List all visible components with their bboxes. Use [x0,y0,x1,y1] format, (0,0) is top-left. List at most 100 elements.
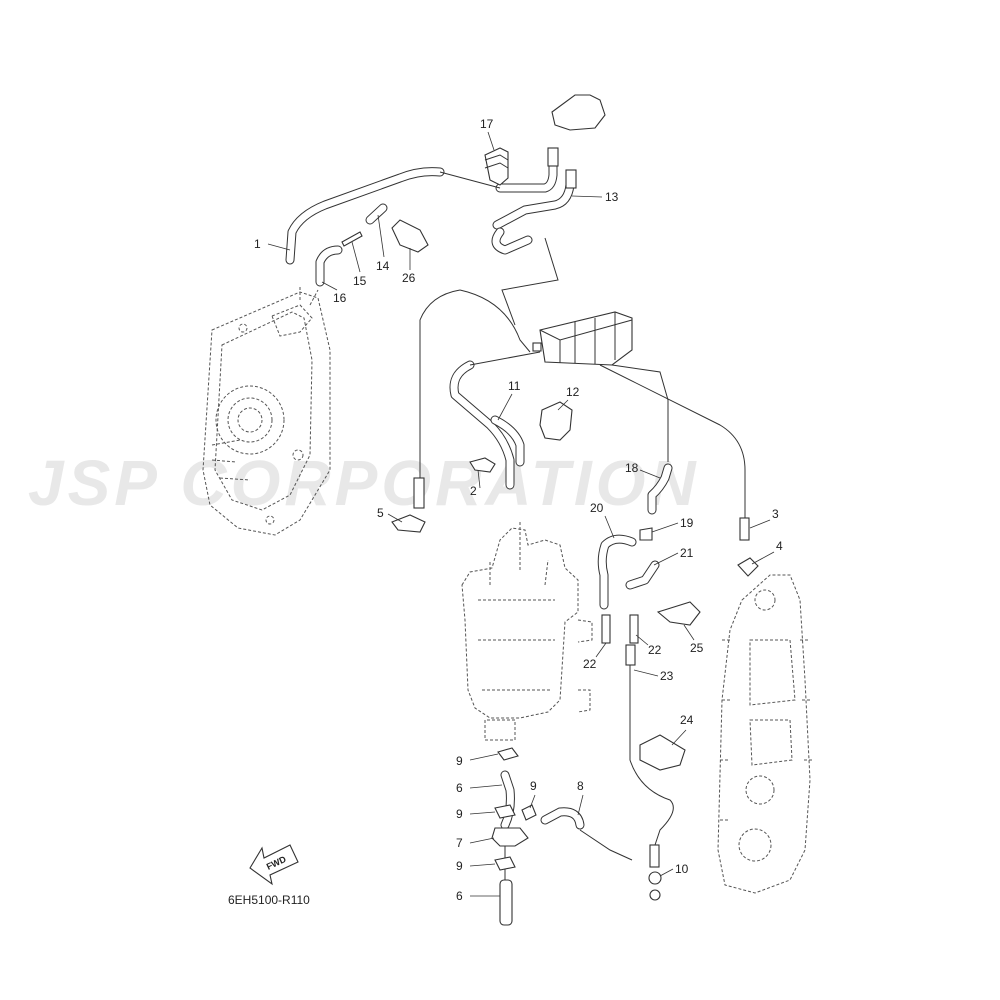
vapor-separator-ghost [461,520,593,741]
callout-number: 7 [456,836,463,850]
callout-number: 9 [456,754,463,768]
hose-23 [625,644,636,666]
callout-number: 6 [456,781,463,795]
callout-number: 19 [680,516,694,530]
callout-leader [267,243,291,251]
callout-number: 16 [333,291,347,305]
callout-leader [749,519,771,529]
callout-c6a: 6 [456,781,503,795]
callout-number: 21 [680,546,694,560]
callout-leader [651,522,679,533]
callout-number: 10 [675,862,689,876]
callout-leader [469,837,495,844]
callout-c10: 10 [659,862,689,877]
intake-manifold-ghost [717,574,812,894]
callout-number: 11 [508,379,521,393]
callout-leader [469,811,496,815]
fitting-15 [341,231,363,247]
callout-number: 1 [254,237,261,251]
clamp-24 [639,734,686,771]
fwd-arrow-icon: FWD [249,844,299,886]
callout-leader [653,552,679,566]
callout-leader [321,281,338,291]
callout-leader [595,642,607,658]
callout-c11: 11 [497,379,521,421]
callout-c9c: 9 [529,779,537,809]
callout-leader [387,513,403,523]
clip-26 [391,219,429,253]
callout-number: 22 [583,657,597,671]
callout-number: 12 [566,385,580,399]
callout-c13: 13 [571,190,619,204]
callout-number: 25 [690,641,704,655]
callout-leader [469,753,499,761]
callout-number: 2 [470,484,477,498]
callout-leader [571,195,603,198]
callout-leader [477,469,481,489]
hose-3 [739,517,750,541]
callout-c1: 1 [254,237,291,251]
callout-leader [487,131,495,151]
callout-c8: 8 [577,779,584,816]
diagram-code: 6EH5100-R110 [228,893,310,907]
callout-number: 20 [590,501,604,515]
clip-10 [648,871,662,885]
joint-7 [491,827,529,847]
callout-c22a: 22 [583,642,607,671]
callout-leader [751,551,775,565]
callout-leader [577,794,584,816]
callout-c7: 7 [456,836,495,850]
callout-c20: 20 [590,501,615,539]
throttle-body-ghost [202,285,331,536]
callout-number: 17 [480,117,494,131]
fitting-19 [639,527,653,541]
callout-number: 9 [456,807,463,821]
callout-leader [659,868,674,877]
callout-number: 3 [772,507,779,521]
callout-number: 6 [456,889,463,903]
callout-leader [351,241,361,273]
charcoal-canister [532,311,633,366]
callout-c3: 3 [749,507,779,529]
callout-c5: 5 [377,506,403,523]
callout-c16: 16 [321,281,347,305]
callout-leader [671,729,687,746]
callout-number: 24 [680,713,694,727]
vacuum-fitting-top [547,94,606,189]
callout-c12: 12 [557,385,580,411]
callout-c22b: 22 [635,634,662,657]
callout-leader [683,624,695,641]
callout-leader [604,515,615,539]
joint-22a [601,614,611,644]
callout-leader [377,214,385,258]
callout-leader [469,863,496,867]
clamp-17 [484,147,509,186]
callout-c6b: 6 [456,889,500,903]
callout-c9b: 9 [456,807,496,821]
clamp-25 [656,601,701,626]
clip-9c [521,804,537,821]
callout-c24: 24 [671,713,694,746]
callout-number: 14 [376,259,390,273]
callout-number: 26 [402,271,416,285]
callout-leader [469,784,503,789]
callout-c9d: 9 [456,859,496,873]
callout-number: 8 [577,779,584,793]
callout-c26: 26 [402,248,416,285]
hose-10-end [649,844,660,868]
callout-leader [557,399,569,411]
callout-c21: 21 [653,546,694,566]
hose-6-lower [499,879,513,926]
callout-c14: 14 [376,214,390,273]
callout-c18: 18 [625,461,661,479]
callout-leader [529,794,536,809]
callout-c17: 17 [480,117,495,151]
callout-number: 4 [776,539,783,553]
clamp-12 [539,401,573,441]
callout-c23: 23 [633,669,674,683]
hose-5-tube [413,477,425,509]
callout-c9a: 9 [456,753,499,768]
vapor-line-link [501,237,559,326]
